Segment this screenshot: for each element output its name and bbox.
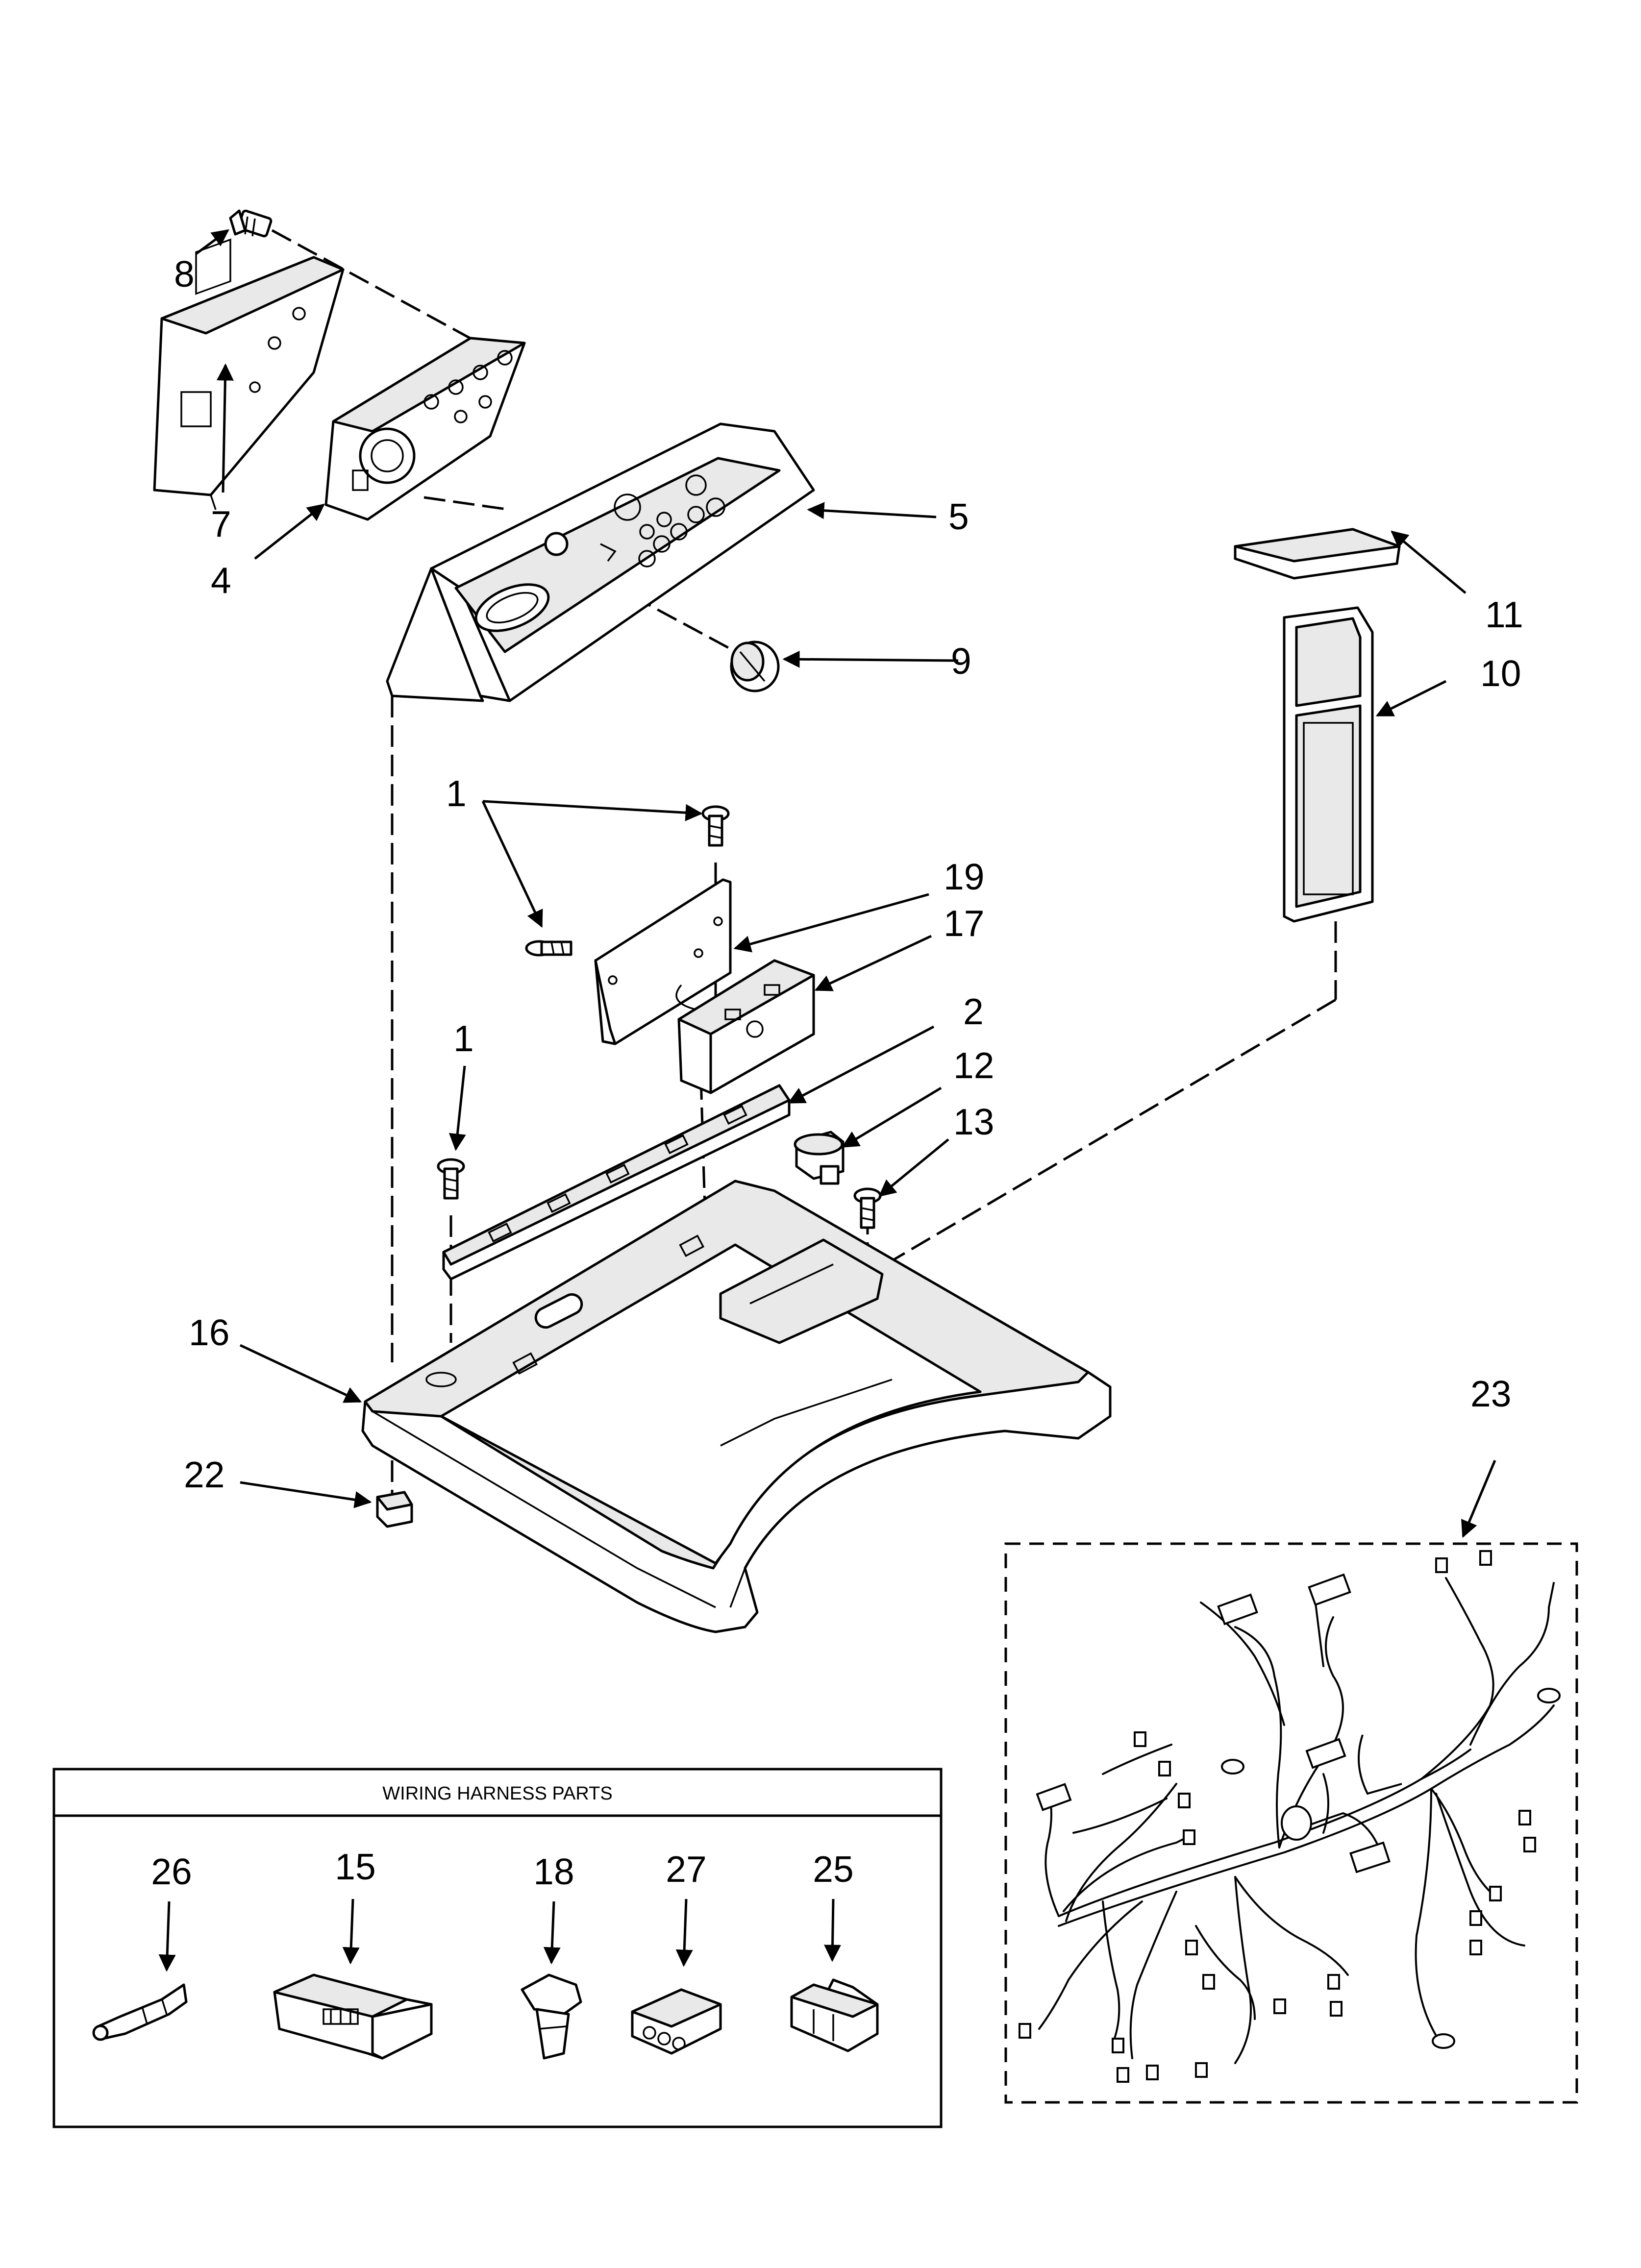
part-10-lint-screen — [1283, 606, 1374, 923]
callout-16: 16 — [189, 1312, 229, 1353]
part-7-control-housing — [153, 238, 345, 510]
callout-13: 13 — [953, 1101, 994, 1142]
leader-arrows — [195, 229, 1496, 1538]
wiring-part-25-bracket — [790, 1978, 879, 2052]
callout-labels: 8 7 4 5 9 11 10 1 19 17 1 2 12 13 16 22 … — [174, 253, 1523, 1495]
callout-19: 19 — [944, 856, 984, 897]
part-23-wiring-harness — [1004, 1542, 1578, 2104]
part-17-control-module — [677, 959, 815, 1094]
part-19-bracket — [594, 878, 732, 1045]
wiring-part-18-clip — [521, 1973, 582, 2060]
callout-23: 23 — [1470, 1373, 1511, 1414]
wiring-part-15-label: 15 — [335, 1846, 375, 1887]
wiring-part-18-label: 18 — [533, 1851, 574, 1892]
callout-12: 12 — [953, 1045, 994, 1086]
wiring-part-15-connector — [273, 1973, 433, 2060]
part-1-screw-b — [525, 940, 572, 957]
part-13-screw — [853, 1187, 882, 1229]
callout-2: 2 — [963, 991, 984, 1032]
part-5-console — [386, 422, 815, 702]
callout-22: 22 — [184, 1454, 224, 1495]
callout-1-mid: 1 — [453, 1018, 474, 1059]
part-12-clip — [794, 1131, 845, 1185]
part-9-knob — [730, 641, 780, 692]
callout-4: 4 — [211, 560, 231, 601]
part-1-screw-a — [701, 805, 730, 847]
wiring-part-26-label: 26 — [151, 1851, 192, 1892]
callout-8: 8 — [174, 253, 195, 295]
wiring-part-26-terminal — [92, 1983, 188, 2041]
callout-17: 17 — [944, 903, 984, 944]
part-4-control-board — [324, 337, 526, 521]
wiring-part-27-plug — [631, 1988, 722, 2055]
wiring-box-title: WIRING HARNESS PARTS — [382, 1783, 612, 1804]
callout-5: 5 — [948, 496, 969, 537]
part-16-top-panel — [361, 1180, 1112, 1633]
callout-11: 11 — [1485, 594, 1523, 635]
wiring-harness-parts-box: WIRING HARNESS PARTS 26 15 18 27 25 — [52, 1768, 943, 2128]
part-8-screw — [229, 209, 273, 238]
wiring-part-27-label: 27 — [666, 1849, 706, 1890]
callout-7: 7 — [211, 503, 231, 544]
callout-1-top: 1 — [446, 773, 467, 814]
part-11-lint-cover — [1234, 528, 1401, 580]
callout-9: 9 — [951, 641, 971, 682]
part-1-screw-c — [437, 1158, 465, 1200]
part-2-rail — [442, 1084, 791, 1281]
callout-10: 10 — [1480, 653, 1521, 694]
part-22-foot — [376, 1491, 413, 1528]
wiring-part-25-label: 25 — [813, 1849, 853, 1890]
